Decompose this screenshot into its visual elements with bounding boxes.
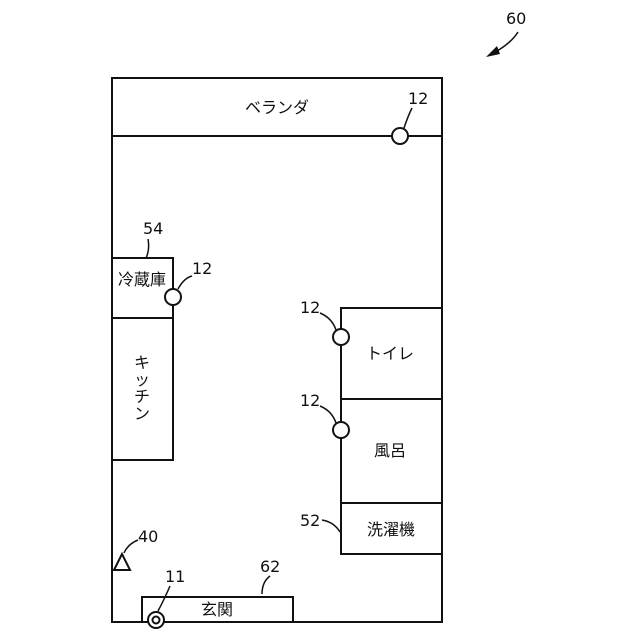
entrance-device-inner [153, 617, 160, 624]
fridge-label: 冷蔵庫 [118, 270, 166, 289]
sensor-veranda-leader [404, 108, 412, 128]
sensor-bath-leader [320, 406, 336, 423]
bath-label: 風呂 [374, 441, 406, 460]
sensor-toilet-label: 12 [300, 298, 320, 317]
sensor-toilet-leader [320, 313, 336, 330]
figure-number: 60 [506, 9, 526, 28]
triangle-marker [114, 554, 130, 570]
entrance-ref-leader [262, 576, 270, 594]
washer-ref-label: 52 [300, 511, 320, 530]
washer-label: 洗濯機 [367, 520, 415, 539]
washer-ref-leader [322, 520, 340, 532]
kitchen-label-char: ン [134, 404, 150, 423]
sensor-veranda-circle [392, 128, 408, 144]
kitchen-label: キッチン [134, 353, 150, 423]
entrance-ref-label: 62 [260, 557, 280, 576]
triangle-ref-label: 40 [138, 527, 158, 546]
sensor-fridge-leader [178, 276, 192, 289]
entrance-device-ref-leader [158, 586, 170, 611]
sensor-veranda-label: 12 [408, 89, 428, 108]
entrance-label: 玄関 [201, 600, 233, 619]
triangle-ref-leader [124, 540, 138, 553]
sensor-bath-circle [333, 422, 349, 438]
sensor-fridge-label: 12 [192, 259, 212, 278]
sensor-toilet-circle [333, 329, 349, 345]
entrance-device-ref-label: 11 [165, 567, 185, 586]
fridge-ref-label: 54 [143, 219, 163, 238]
sensor-fridge-circle [165, 289, 181, 305]
veranda-label: ベランダ [245, 98, 309, 117]
fridge-ref-leader [146, 239, 149, 258]
toilet-label: トイレ [366, 344, 414, 363]
sensor-bath-label: 12 [300, 391, 320, 410]
figure-arrow-head [486, 46, 500, 57]
